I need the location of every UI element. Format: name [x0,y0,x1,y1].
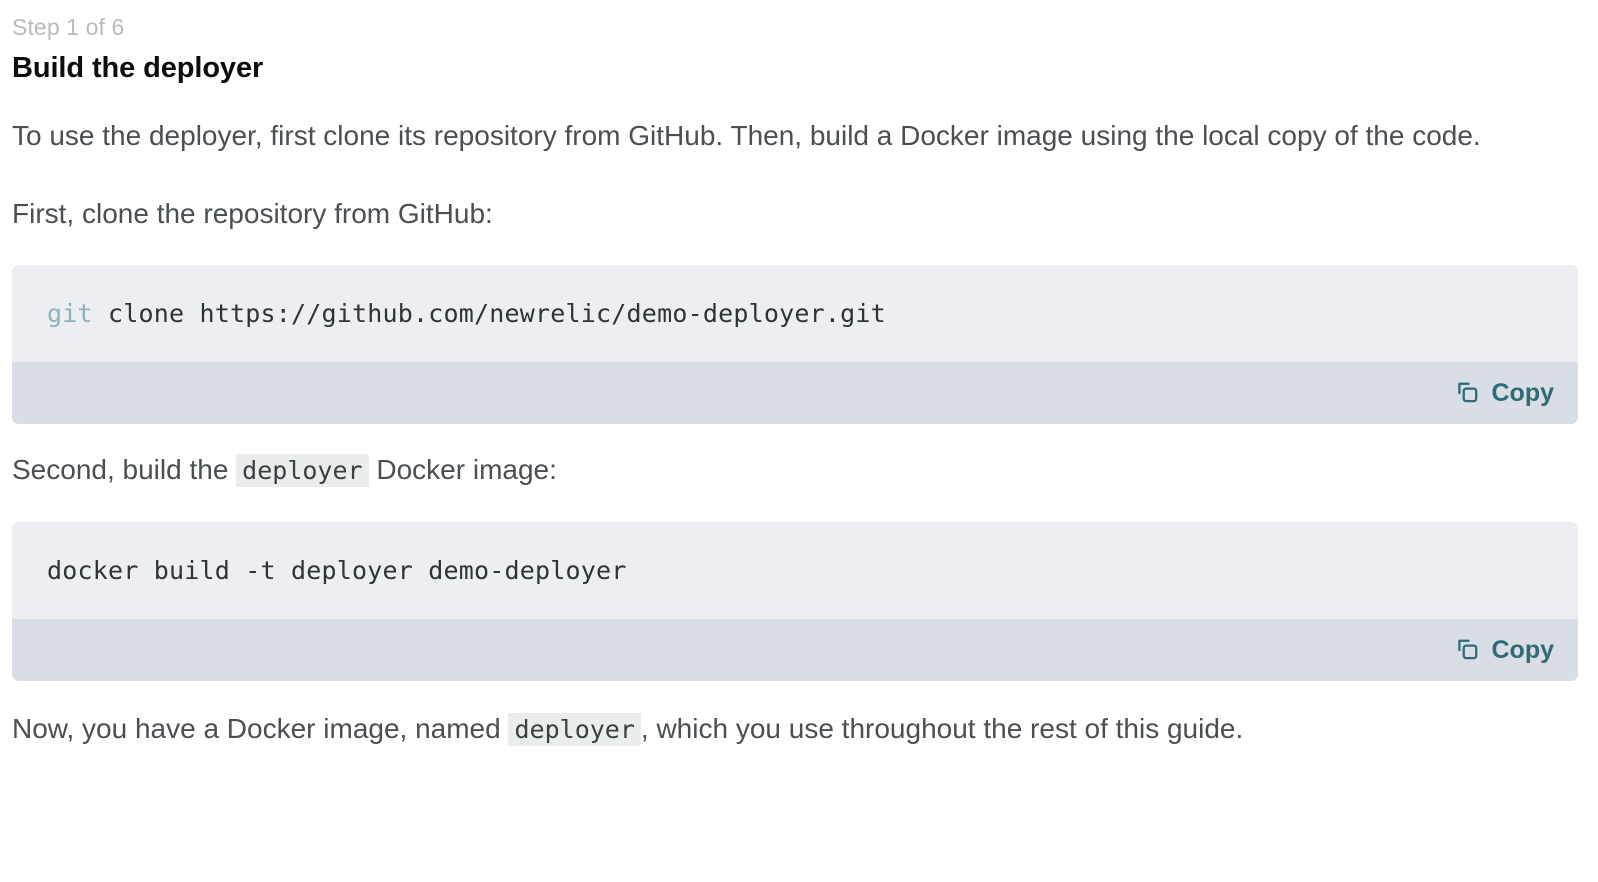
code-rest-token: clone https://github.com/newrelic/demo-d… [92,299,886,328]
outro-paragraph: Now, you have a Docker image, named depl… [12,705,1512,753]
inline-code-deployer: deployer [236,454,369,487]
code-rest-token: docker build -t deployer demo-deployer [47,556,627,585]
code-footer-clone: Copy [12,362,1578,424]
intro-paragraph: To use the deployer, first clone its rep… [12,120,1481,151]
copy-button-label: Copy [1491,378,1555,407]
code-block-build: docker build -t deployer demo-deployer C… [12,522,1578,681]
second-instruction-prefix: Second, build the [12,454,229,485]
inline-code-deployer: deployer [508,713,641,746]
copy-icon [1454,380,1480,406]
copy-button-build[interactable]: Copy [1454,635,1555,664]
outro-prefix: Now, you have a Docker image, named [12,713,501,744]
first-instruction-paragraph: First, clone the repository from GitHub: [12,198,493,229]
second-instruction-suffix: Docker image: [376,454,557,485]
code-block-clone: git clone https://github.com/newrelic/de… [12,265,1578,424]
outro-suffix: , which you use throughout the rest of t… [640,713,1244,744]
second-instruction-paragraph: Second, build the deployer Docker image: [12,446,1512,494]
code-footer-build: Copy [12,619,1578,681]
code-content-clone[interactable]: git clone https://github.com/newrelic/de… [12,265,1578,362]
page-title: Build the deployer [12,52,264,84]
code-keyword-token: git [47,299,93,328]
copy-icon [1454,637,1480,663]
copy-button-clone[interactable]: Copy [1454,378,1555,407]
code-content-build[interactable]: docker build -t deployer demo-deployer [12,522,1578,619]
copy-button-label: Copy [1491,635,1555,664]
step-counter: Step 1 of 6 [12,14,125,40]
